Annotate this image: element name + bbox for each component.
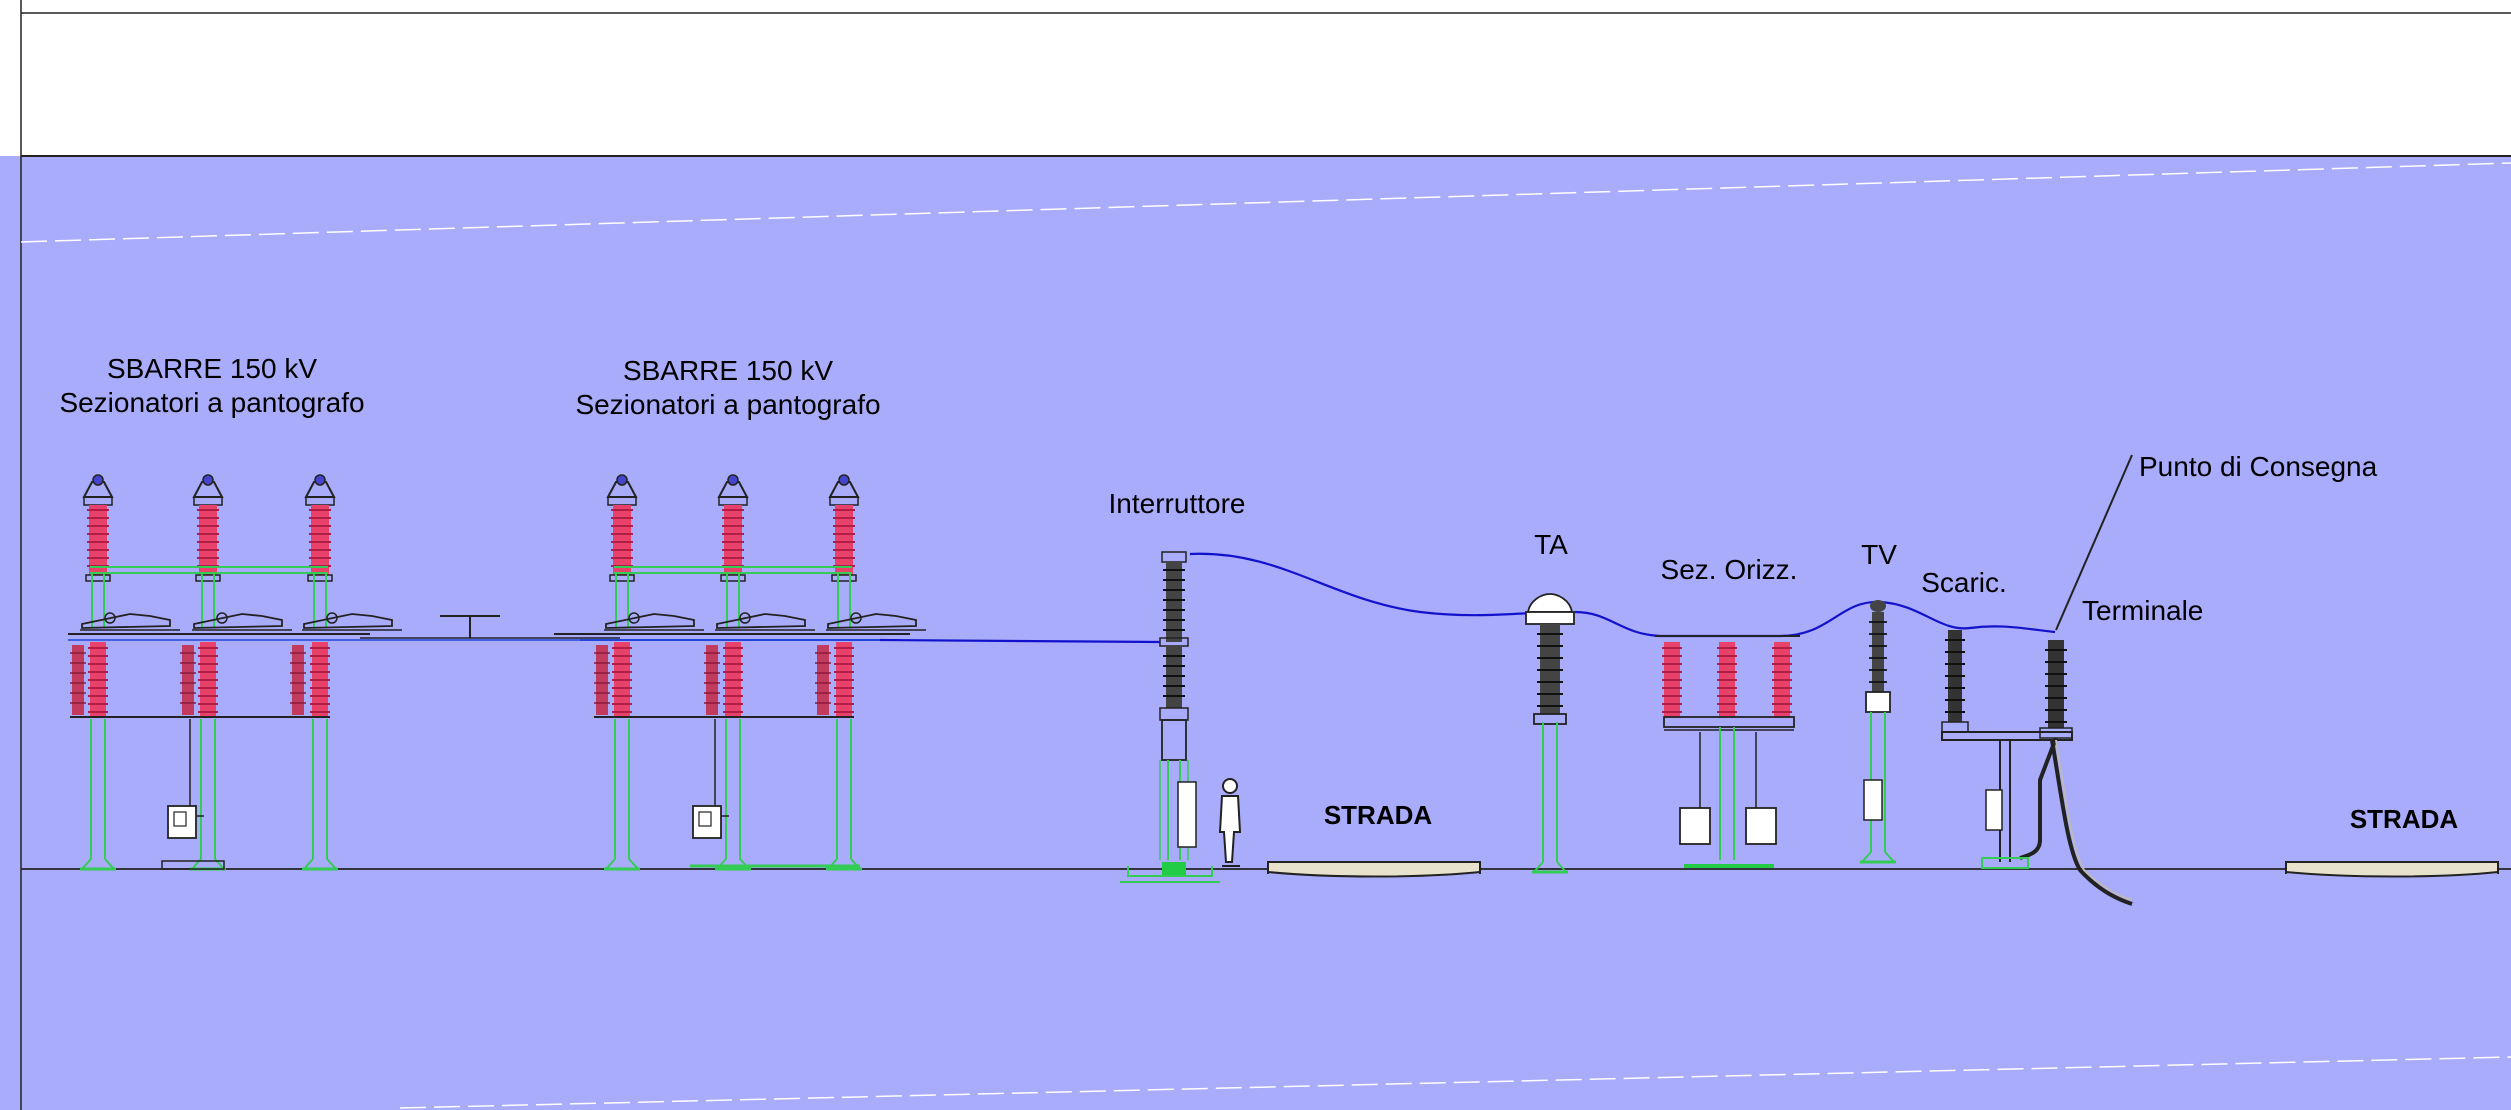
busbar-group-1-title: SBARRE 150 kV [107,353,317,384]
delivery-point-leader [2055,454,2133,631]
horizontal-disconnector [1655,635,1800,868]
conductor-breaker-to-ta [1189,552,1551,617]
dashed-guide-bottom [399,1056,2511,1109]
conductor-bus-to-breaker [879,638,1161,644]
busbar-group-2-subtitle: Sezionatori a pantografo [575,389,880,420]
road-1 [1267,861,1481,878]
circuit-breaker [1120,551,1220,883]
road-1-label: STRADA [1324,800,1433,830]
scaric-label: Scaric. [1921,567,2007,598]
tv-label: TV [1861,539,1897,570]
dashed-guide-top [20,162,2511,243]
bus-link [360,615,620,639]
road-2-label: STRADA [2350,804,2459,834]
terminal-label: Terminale [2082,595,2203,626]
breaker-label: Interruttore [1109,488,1246,519]
delivery-point-label: Punto di Consegna [2139,451,2378,482]
surge-arrester [1941,630,1969,733]
busbar-group-2-title: SBARRE 150 kV [623,355,833,386]
current-transformer [1525,593,1575,874]
busbar-group-1-subtitle: Sezionatori a pantografo [59,387,364,418]
voltage-transformer [1858,600,1898,864]
title-band [0,0,2511,156]
ta-label: TA [1534,529,1568,560]
cable-terminal [1941,640,2133,906]
busbar-group-1 [68,474,590,871]
human-scale-figure [1218,778,1242,867]
road-2 [2285,861,2499,878]
sez-orizz-label: Sez. Orizz. [1661,554,1798,585]
busbar-group-2 [554,474,927,871]
